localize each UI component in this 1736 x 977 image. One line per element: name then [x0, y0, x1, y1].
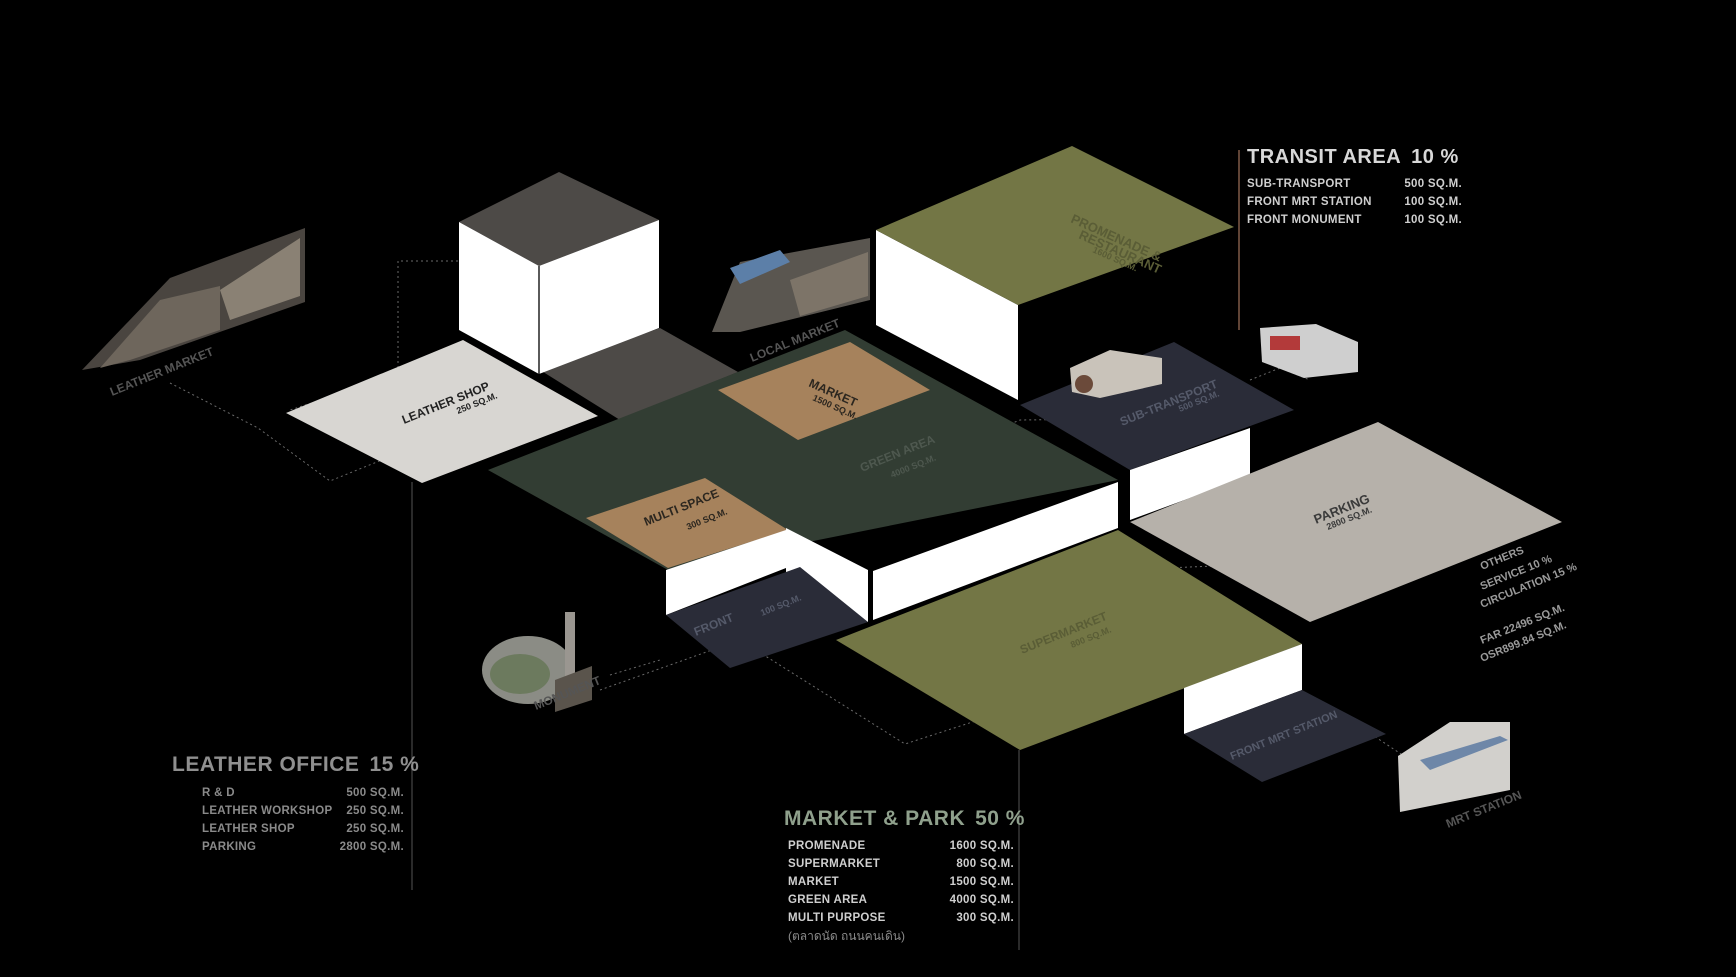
row-label: FRONT MRT STATION: [1247, 196, 1372, 208]
multi-front-right: [786, 528, 868, 622]
transit-row: SUB-TRANSPORT 500 SQ.M.: [1247, 175, 1462, 193]
row-value: 300 SQ.M.: [956, 912, 1014, 924]
others-notes: OTHERS SERVICE 10 % CIRCULATION 15 % FAR…: [1479, 544, 1579, 664]
green-front-face: [873, 482, 1118, 620]
row-label: MARKET: [788, 876, 839, 888]
row-label: SUPERMARKET: [788, 858, 881, 870]
photo-monument: [482, 612, 592, 712]
promenade-left-wall: [876, 230, 1018, 400]
row-label: R & D: [202, 787, 235, 799]
row-label: PARKING: [202, 841, 257, 853]
front-mrt-box: [1184, 644, 1302, 734]
park-row: GREEN AREA 4000 SQ.M.: [788, 891, 1014, 909]
row-value: 1600 SQ.M.: [949, 840, 1014, 852]
row-value: 250 SQ.M.: [346, 823, 404, 835]
row-label: MULTI PURPOSE: [788, 912, 886, 924]
office-title: LEATHER OFFICE 15 %: [172, 753, 419, 777]
leather-shop-slab: [286, 340, 598, 483]
transit-row: FRONT MONUMENT 100 SQ.M.: [1247, 211, 1462, 229]
row-value: 500 SQ.M.: [346, 787, 404, 799]
row-label: LEATHER WORKSHOP: [202, 805, 333, 817]
office-rows: R & D 500 SQ.M. LEATHER WORKSHOP 250 SQ.M.…: [202, 784, 404, 856]
row-value: 500 SQ.M.: [1404, 178, 1462, 190]
row-value: 100 SQ.M.: [1404, 214, 1462, 226]
photo-leather-market: [82, 228, 305, 370]
front-slab: [666, 567, 868, 668]
front-mrt-slab: [1184, 690, 1386, 782]
park-row: MARKET 1500 SQ.M.: [788, 873, 1014, 891]
row-label: LEATHER SHOP: [202, 823, 295, 835]
office-row: LEATHER SHOP 250 SQ.M.: [202, 820, 404, 838]
row-value: 4000 SQ.M.: [949, 894, 1014, 906]
park-percent: 50 %: [975, 807, 1025, 830]
row-value: 2800 SQ.M.: [339, 841, 404, 853]
park-title: MARKET & PARK 50 %: [784, 807, 1024, 831]
row-value: 800 SQ.M.: [956, 858, 1014, 870]
row-value: 1500 SQ.M.: [949, 876, 1014, 888]
transit-percent: 10 %: [1411, 146, 1459, 168]
office-title-text: LEATHER OFFICE: [172, 753, 360, 776]
park-note: (ตลาดนัด ถนนคนเดิน): [788, 929, 905, 943]
sub-transport-slab: [1020, 342, 1294, 470]
promenade-roof: [876, 146, 1234, 305]
multi-space-patch: [586, 478, 788, 568]
park-row: MULTI PURPOSE 300 SQ.M.: [788, 909, 1014, 927]
office-row: LEATHER WORKSHOP 250 SQ.M.: [202, 802, 404, 820]
row-value: 100 SQ.M.: [1404, 196, 1462, 208]
leather-office-right-wall: [539, 220, 659, 374]
row-label: FRONT MONUMENT: [1247, 214, 1362, 226]
transit-row: FRONT MRT STATION 100 SQ.M.: [1247, 193, 1462, 211]
parking-slab: [1130, 422, 1562, 622]
transit-rows: SUB-TRANSPORT 500 SQ.M. FRONT MRT STATION…: [1247, 175, 1462, 229]
leather-office-panel: LEATHER OFFICE 15 % R & D 500 SQ.M. LEATHE…: [172, 753, 419, 856]
photo-mrt-station: [1398, 722, 1510, 812]
photo-local-market: [712, 238, 870, 332]
office-row: PARKING 2800 SQ.M.: [202, 838, 404, 856]
park-row: PROMENADE 1600 SQ.M.: [788, 837, 1014, 855]
row-label: PROMENADE: [788, 840, 866, 852]
solid-lines: [411, 150, 1240, 950]
leather-office-roof: [459, 172, 659, 266]
supermarket-slab: [836, 530, 1302, 750]
park-row: SUPERMARKET 800 SQ.M.: [788, 855, 1014, 873]
park-title-text: MARKET & PARK: [784, 807, 966, 830]
transit-title: TRANSIT AREA 10 %: [1247, 146, 1462, 169]
row-label: SUB-TRANSPORT: [1247, 178, 1351, 190]
leather-office-floor: [540, 328, 738, 420]
transit-area-panel: TRANSIT AREA 10 % SUB-TRANSPORT 500 SQ.M. …: [1247, 146, 1462, 229]
multi-front-left: [666, 530, 786, 615]
row-value: 250 SQ.M.: [346, 805, 404, 817]
office-row: R & D 500 SQ.M.: [202, 784, 404, 802]
market-patch: [718, 342, 930, 440]
market-park-panel: MARKET & PARK 50 % PROMENADE 1600 SQ.M. SU…: [784, 807, 1024, 945]
transit-title-text: TRANSIT AREA: [1247, 146, 1402, 168]
row-label: GREEN AREA: [788, 894, 868, 906]
photo-vehicles: [1070, 324, 1358, 398]
leather-office-left-wall: [459, 222, 539, 374]
park-rows: PROMENADE 1600 SQ.M. SUPERMARKET 800 SQ.M.…: [788, 837, 1014, 927]
office-percent: 15 %: [369, 753, 420, 776]
sub-transport-box: [1130, 428, 1250, 520]
